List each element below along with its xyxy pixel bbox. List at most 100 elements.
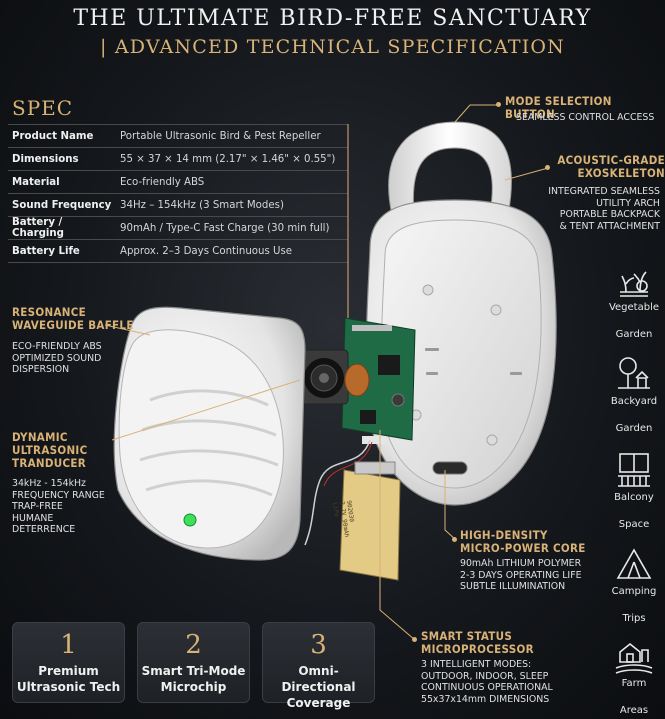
transducer-desc: 34kHz - 154kHz FREQUENCY RANGE TRAP-FREE… bbox=[12, 478, 122, 536]
use-label-line: Vegetable bbox=[608, 302, 660, 313]
microprocessor-title: SMART STATUS MICROPROCESSOR bbox=[421, 630, 571, 656]
feature-label-line: Omni-Directional bbox=[281, 664, 356, 694]
speaker bbox=[297, 349, 370, 405]
transducer-title: DYNAMIC ULTRASONIC TRANDUCER bbox=[12, 431, 122, 470]
transducer-desc-line: 34kHz - 154kHz bbox=[12, 478, 86, 489]
microprocessor-desc-line: OUTDOOR, INDOOR, SLEEP bbox=[421, 670, 549, 682]
power-core-desc-line: SUBTLE ILLUMINATION bbox=[460, 581, 566, 592]
transducer-title-line: TRANDUCER bbox=[12, 456, 87, 470]
feature-number: 1 bbox=[60, 630, 77, 660]
rear-shell bbox=[365, 121, 557, 506]
microprocessor-desc-line: 3 INTELLIGENT MODES: bbox=[421, 659, 532, 670]
power-core-title: HIGH-DENSITY MICRO-POWER CORE bbox=[460, 529, 600, 555]
transducer-desc-line: HUMANE bbox=[12, 512, 54, 524]
microprocessor-desc-line: CONTINUOUS OPERATIONAL bbox=[421, 682, 553, 693]
callout-dot bbox=[412, 637, 417, 642]
baffle-desc-line: ECO-FRIENDLY ABS bbox=[12, 341, 102, 352]
vegetable-garden-icon bbox=[620, 271, 648, 297]
baffle-title-line: WAVEGUIDE BAFFLE bbox=[12, 318, 134, 332]
spec-value: 55 × 37 × 14 mm (2.17" × 1.46" × 0.55") bbox=[116, 147, 348, 171]
exoskeleton-desc-line: & TENT ATTACHMENT bbox=[559, 220, 661, 232]
camping-trips-icon bbox=[616, 548, 652, 579]
callout-dot bbox=[452, 537, 457, 542]
use-label-line: Garden bbox=[615, 329, 653, 340]
spec-key: Sound Frequency bbox=[8, 193, 116, 217]
spec-value: 90mAh / Type-C Fast Charge (30 min full) bbox=[116, 216, 348, 240]
spec-value: Eco-friendly ABS bbox=[116, 170, 348, 194]
baffle-title-line: RESONANCE bbox=[12, 305, 86, 319]
exoskeleton-desc-line: PORTABLE BACKPACK bbox=[559, 209, 660, 220]
transducer-title-line: ULTRASONIC bbox=[12, 443, 88, 457]
spec-key: Material bbox=[8, 170, 116, 194]
use-label-line: Garden bbox=[615, 423, 653, 434]
balcony-space-icon bbox=[618, 453, 650, 487]
feature-label-line: Premium bbox=[38, 664, 99, 678]
use-label-line: Areas bbox=[619, 705, 649, 716]
transducer-title-line: DYNAMIC bbox=[12, 430, 68, 444]
feature-number: 3 bbox=[310, 630, 327, 660]
spec-key: Battery / Charging bbox=[8, 216, 116, 240]
feature-label-line: Smart Tri-Mode bbox=[141, 664, 246, 678]
power-core-desc-line: 90mAh LITHIUM POLYMER bbox=[460, 558, 582, 569]
feature-label-line: Coverage bbox=[286, 696, 351, 710]
spec-value: 34Hz – 154kHz (3 Smart Modes) bbox=[116, 193, 348, 217]
transducer-desc-line: TRAP-FREE bbox=[12, 501, 63, 512]
page-subtitle: | ADVANCED TECHNICAL SPECIFICATION bbox=[99, 36, 566, 58]
feature-label-line: Ultrasonic Tech bbox=[16, 680, 121, 694]
callout-dot bbox=[545, 165, 550, 170]
baffle-desc-line: OPTIMIZED SOUND bbox=[12, 352, 102, 364]
transducer-desc-line: DETERRENCE bbox=[12, 524, 76, 535]
front-shell bbox=[113, 306, 306, 561]
use-label-line: Space bbox=[618, 519, 650, 530]
baffle-desc: ECO-FRIENDLY ABS OPTIMIZED SOUND DISPERS… bbox=[12, 341, 132, 376]
exoskeleton-title: ACOUSTIC-GRADE EXOSKELETON bbox=[555, 154, 665, 180]
feature-number: 2 bbox=[185, 630, 202, 660]
spec-heading: SPEC bbox=[12, 96, 74, 120]
power-core-desc: 90mAh LITHIUM POLYMER 2-3 DAYS OPERATING… bbox=[460, 558, 600, 593]
use-label-line: Trips bbox=[622, 613, 646, 624]
spec-value: Portable Ultrasonic Bird & Pest Repeller bbox=[116, 124, 348, 148]
transducer-desc-line: FREQUENCY RANGE bbox=[12, 489, 105, 501]
page-title: THE ULTIMATE BIRD-FREE SANCTUARY bbox=[73, 6, 592, 31]
mode-button-desc: SEAMLESS CONTROL ACCESS bbox=[516, 112, 655, 123]
microprocessor-desc-line: 55x37x14mm DIMENSIONS bbox=[421, 693, 550, 705]
power-core-desc-line: 2-3 DAYS OPERATING LIFE bbox=[460, 569, 582, 581]
callout-dot bbox=[496, 102, 501, 107]
farm-areas-icon bbox=[615, 642, 653, 674]
pcb-board bbox=[341, 317, 416, 444]
battery bbox=[339, 461, 401, 581]
power-core-title-line: MICRO-POWER CORE bbox=[460, 541, 586, 555]
exoskeleton-desc-line: INTEGRATED SEAMLESS bbox=[548, 186, 660, 197]
exoskeleton-desc: INTEGRATED SEAMLESS UTILITY ARCH PORTABL… bbox=[535, 186, 660, 232]
use-label-line: Camping bbox=[611, 586, 657, 597]
spec-key: Dimensions bbox=[8, 147, 116, 171]
use-label-line: Balcony bbox=[614, 492, 654, 503]
microprocessor-desc: 3 INTELLIGENT MODES: OUTDOOR, INDOOR, SL… bbox=[421, 659, 586, 705]
spec-key: Battery Life bbox=[8, 239, 116, 263]
exoskeleton-title-line: ACOUSTIC-GRADE bbox=[557, 153, 665, 167]
microprocessor-title-line: SMART STATUS bbox=[421, 629, 513, 643]
exoskeleton-title-line: EXOSKELETON bbox=[577, 166, 665, 180]
use-label-line: Backyard bbox=[610, 396, 658, 407]
